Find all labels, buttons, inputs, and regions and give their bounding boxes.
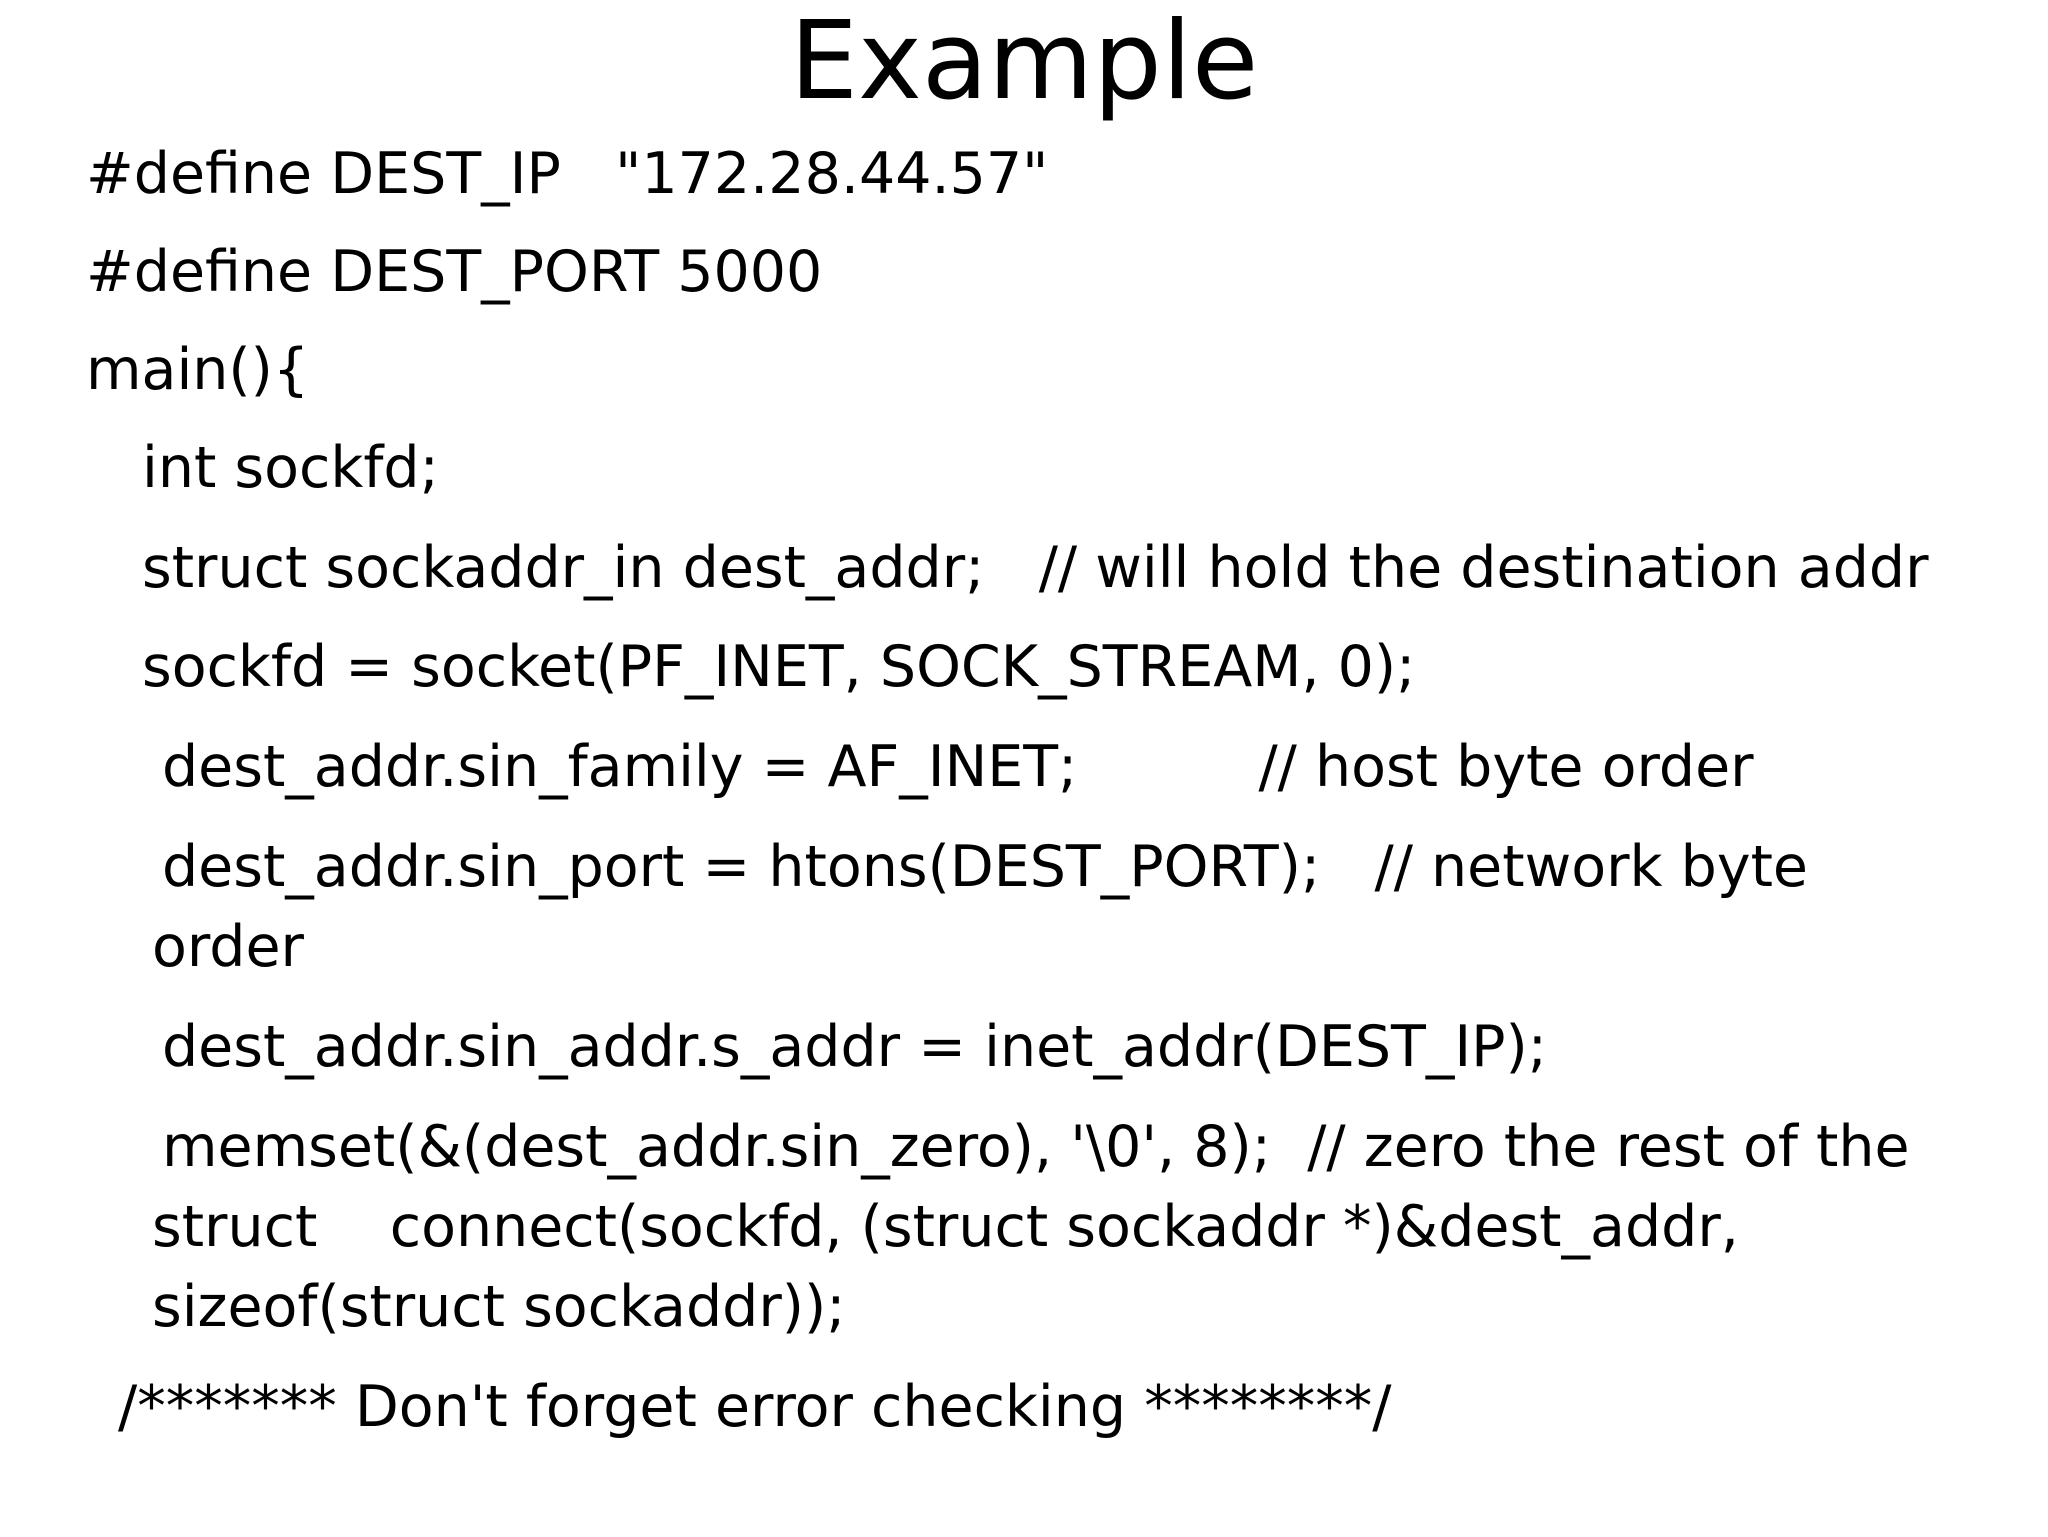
code-line-sin-family: dest_addr.sin_family = AF_INET; // host … <box>162 734 1754 800</box>
code-line-error-comment: /******* Don't forget error checking ***… <box>118 1374 1392 1440</box>
code-line-socket-call: sockfd = socket(PF_INET, SOCK_STREAM, 0)… <box>142 634 1416 700</box>
code-line-connect: struct connect(sockfd, (struct sockaddr … <box>152 1194 1739 1260</box>
code-line-define-dest-port: #define DEST_PORT 5000 <box>86 239 823 305</box>
code-line-int-sockfd: int sockfd; <box>142 435 439 501</box>
code-line-sin-port: dest_addr.sin_port = htons(DEST_PORT); /… <box>162 834 1808 900</box>
code-line-sizeof: sizeof(struct sockaddr)); <box>152 1274 846 1340</box>
code-line-define-dest-ip: #define DEST_IP "172.28.44.57" <box>86 141 1049 207</box>
slide-title: Example <box>789 0 1259 124</box>
code-line-memset: memset(&(dest_addr.sin_zero), '\0', 8); … <box>162 1114 1910 1180</box>
code-line-sin-port-wrap: order <box>152 914 304 980</box>
code-line-main: main(){ <box>86 337 310 403</box>
code-line-sin-addr: dest_addr.sin_addr.s_addr = inet_addr(DE… <box>162 1014 1547 1080</box>
code-line-struct-dest-addr: struct sockaddr_in dest_addr; // will ho… <box>142 535 1929 601</box>
